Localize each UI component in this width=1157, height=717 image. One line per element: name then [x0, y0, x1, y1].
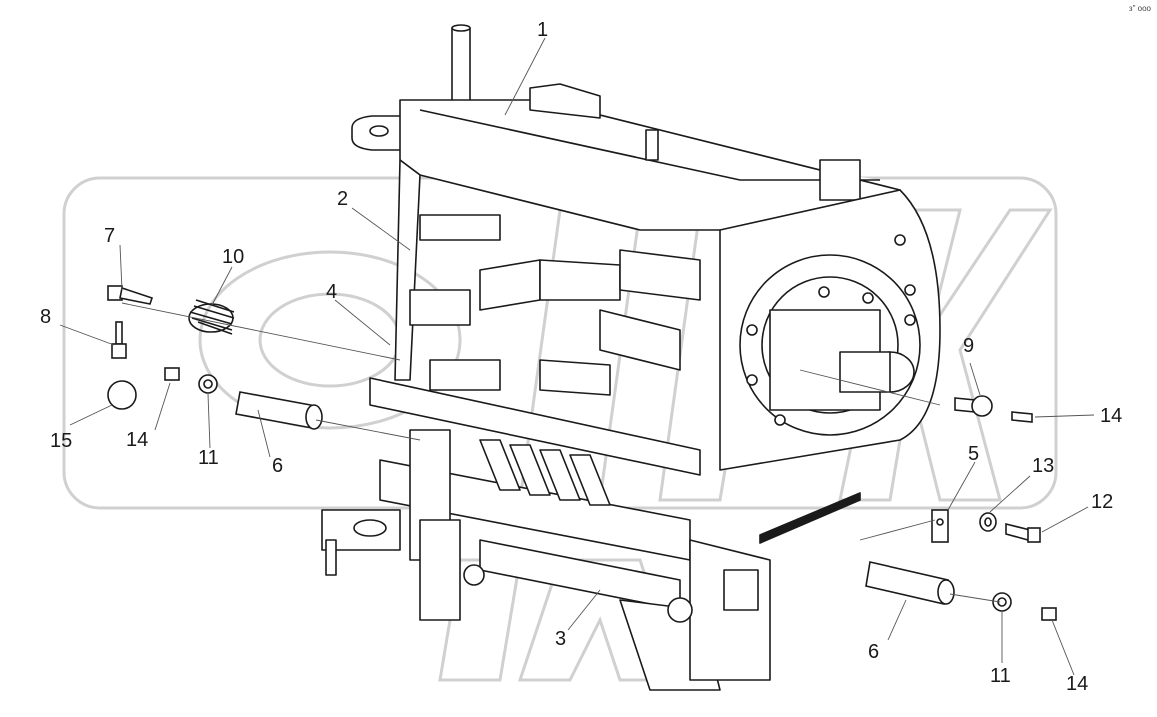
nipple-part-14-bottom [1041, 607, 1057, 621]
washer-part-13 [979, 512, 997, 532]
rotor-housing [321, 24, 941, 691]
bolt-part-12 [1005, 522, 1041, 543]
callout-6-right: 6 [868, 641, 879, 663]
callout-1: 1 [537, 19, 548, 41]
nipple-part-14-right [1011, 411, 1033, 423]
callout-14-bottom: 14 [1066, 673, 1088, 695]
callout-5: 5 [968, 443, 979, 465]
corner-mark: з" ооо [1128, 4, 1151, 13]
callout-2: 2 [337, 188, 348, 210]
screw-part-8 [111, 321, 127, 359]
callout-7: 7 [104, 225, 115, 247]
callout-8: 8 [40, 306, 51, 328]
callout-3: 3 [555, 628, 566, 650]
pin-part-6-left [235, 391, 323, 430]
callout-11-left: 11 [198, 447, 219, 469]
callout-15: 15 [50, 430, 72, 452]
callout-12: 12 [1091, 491, 1113, 513]
nut-part-11-right [992, 592, 1012, 612]
leader-lines [59, 37, 1095, 676]
callout-9: 9 [963, 335, 974, 357]
loose-parts [107, 285, 1057, 621]
nipple-part-14-left [164, 367, 180, 381]
callout-4: 4 [326, 281, 337, 303]
callout-14-right: 14 [1100, 405, 1122, 427]
spring-part-10 [188, 299, 235, 335]
bolt-part-7 [107, 285, 154, 305]
callout-11-right: 11 [990, 665, 1011, 687]
nut-part-11-left [198, 374, 218, 394]
fitting-part-9 [954, 395, 993, 417]
callout-13: 13 [1032, 455, 1054, 477]
callout-6-left: 6 [272, 455, 283, 477]
callout-labels: 1 2 3 4 5 6 6 7 8 9 10 11 11 12 13 14 14… [40, 19, 1122, 695]
callout-10: 10 [222, 246, 244, 268]
ball-part-15 [107, 380, 137, 410]
callout-14-left: 14 [126, 429, 148, 451]
pin-part-6-right [865, 561, 955, 605]
plate-part-5 [931, 509, 949, 543]
